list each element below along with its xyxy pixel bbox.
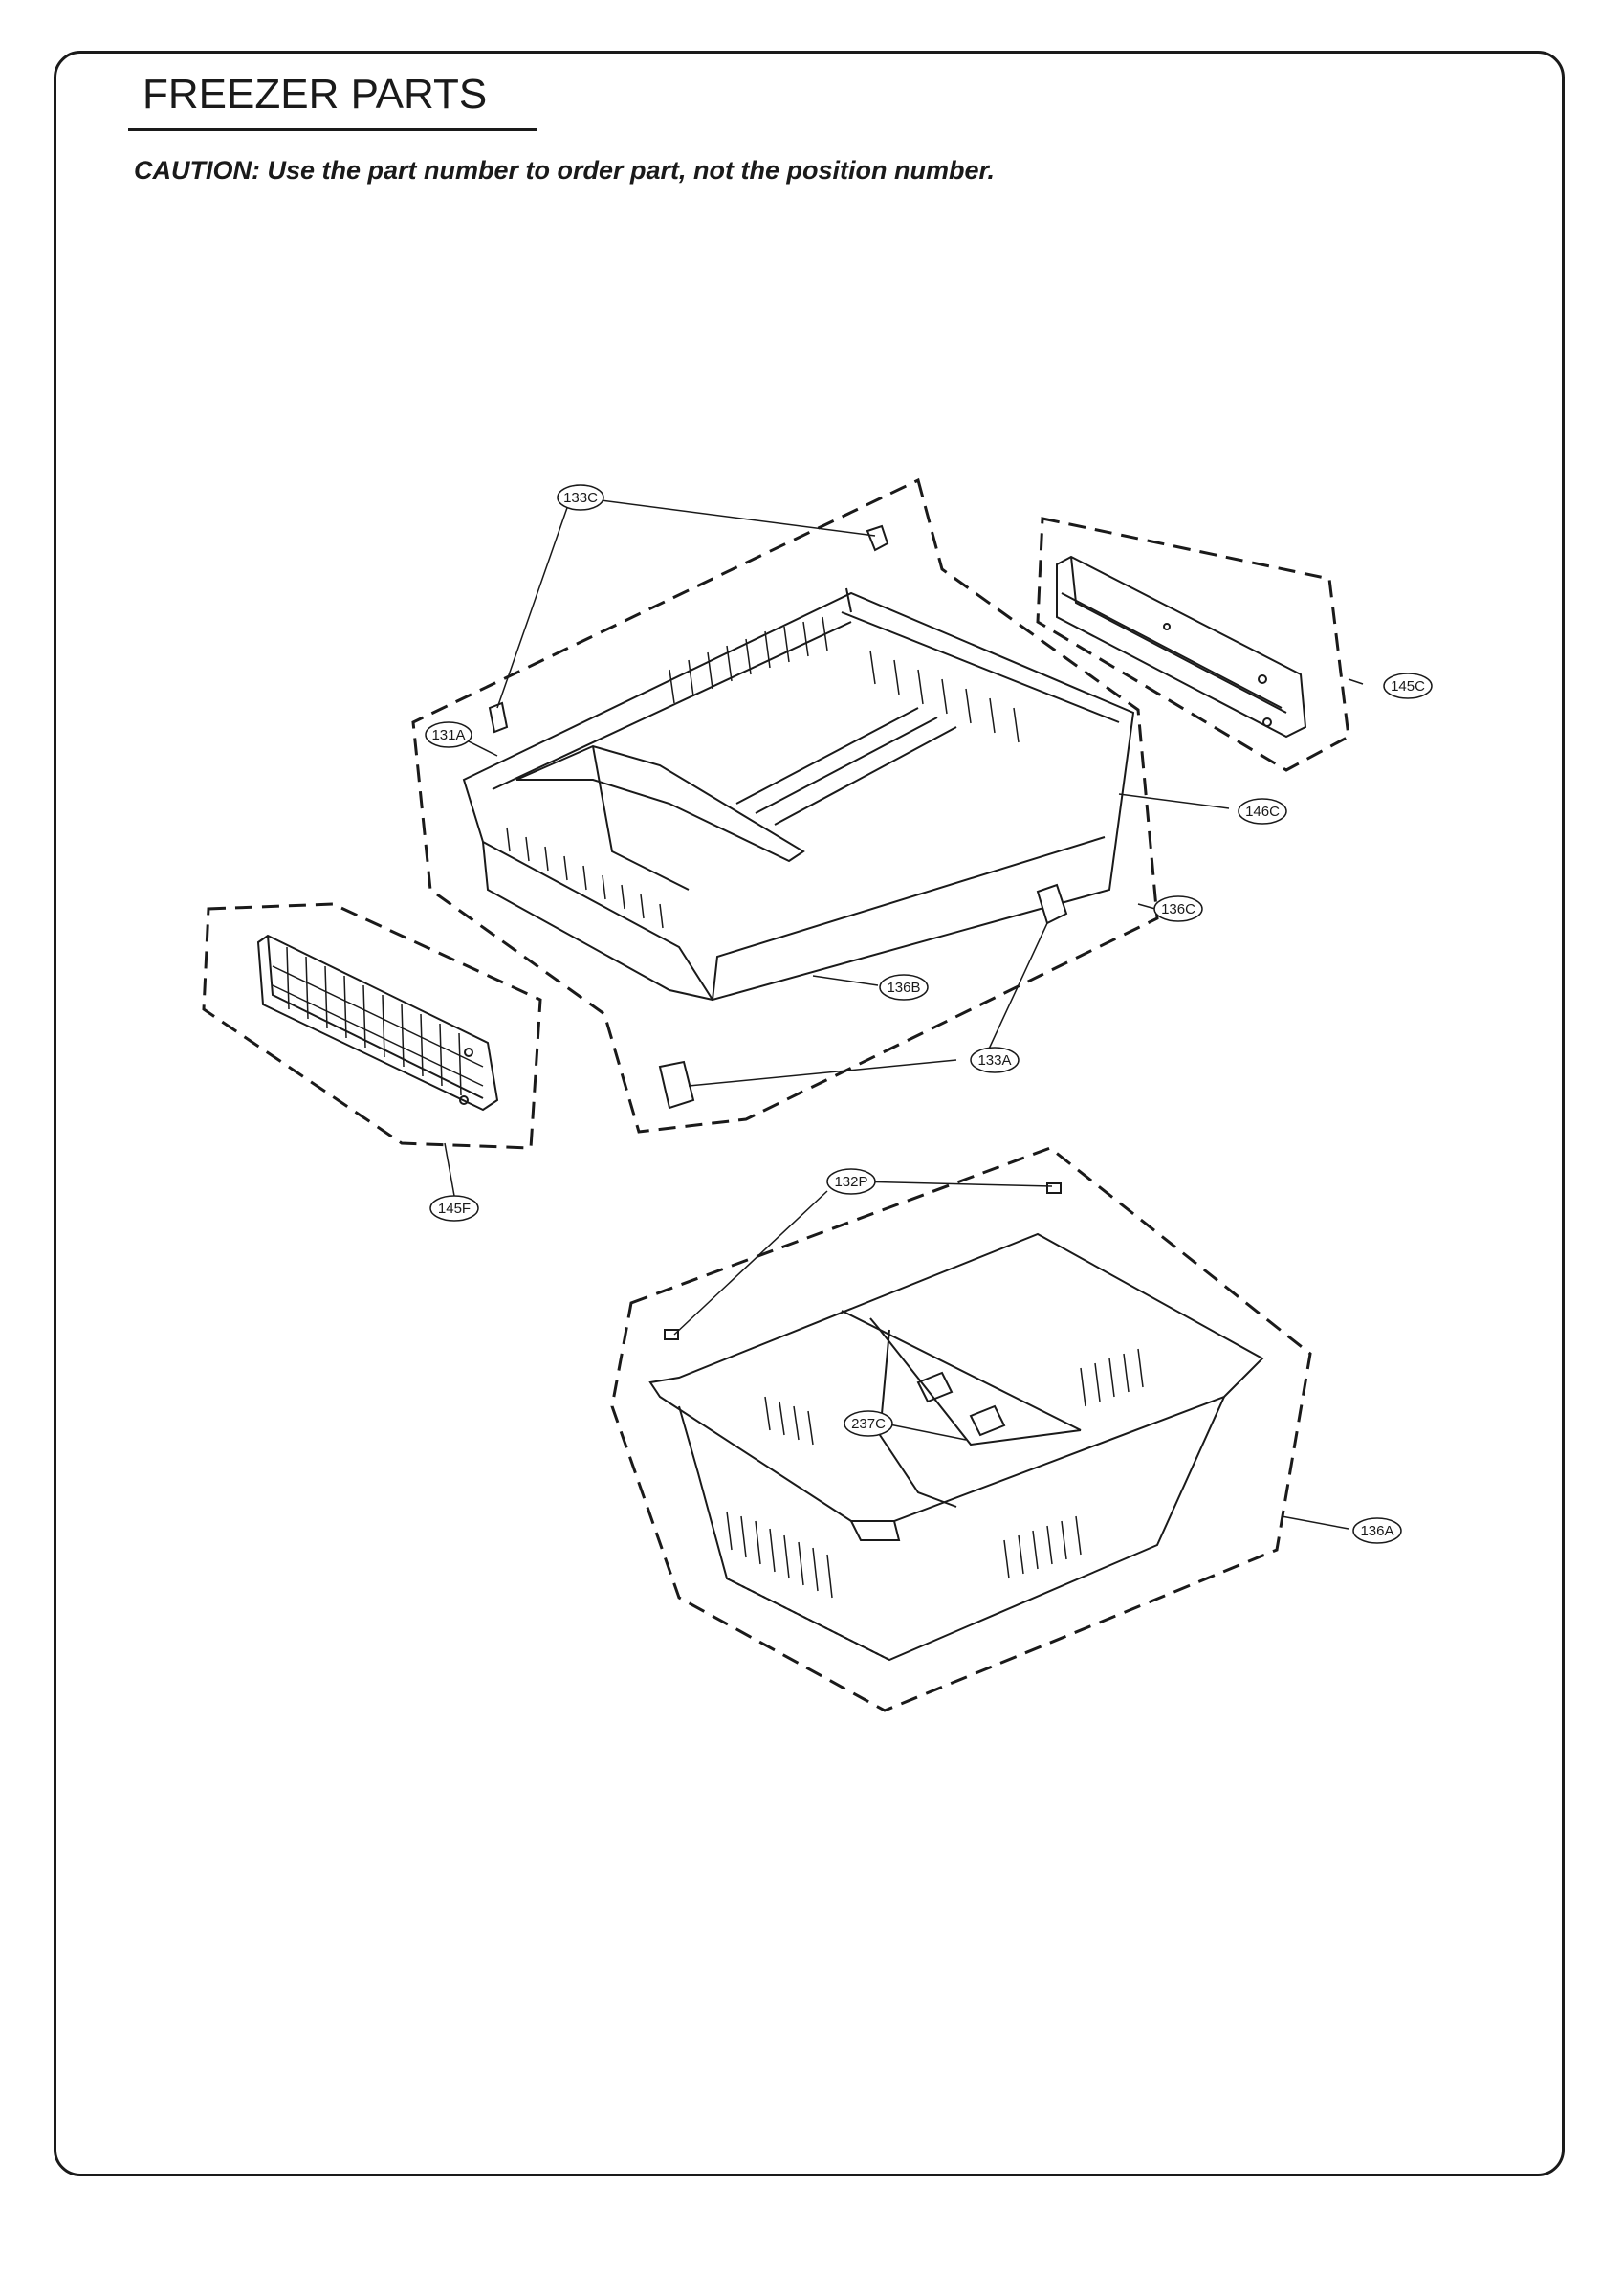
callout-237C: 237C bbox=[844, 1410, 893, 1437]
callout-146C: 146C bbox=[1238, 798, 1287, 825]
part-133A-right bbox=[1036, 883, 1068, 925]
callout-133A: 133A bbox=[970, 1047, 1020, 1073]
part-133C-top bbox=[866, 524, 889, 552]
callout-131A: 131A bbox=[425, 721, 472, 748]
page-frame bbox=[54, 51, 1565, 2176]
callout-136C: 136C bbox=[1153, 895, 1203, 922]
callout-label-136A: 136A bbox=[1360, 1523, 1393, 1539]
part-133C-left bbox=[488, 701, 509, 734]
grille-145F bbox=[256, 934, 499, 1112]
callout-label-136B: 136B bbox=[887, 980, 920, 996]
callout-label-237C: 237C bbox=[851, 1416, 886, 1432]
group-outline-145C bbox=[1036, 517, 1350, 772]
stopper-parts bbox=[488, 524, 1068, 1110]
part-133A-left bbox=[658, 1060, 695, 1110]
callout-136A: 136A bbox=[1352, 1517, 1402, 1544]
group-outline-145F bbox=[202, 902, 542, 1150]
group-outline-136C bbox=[411, 477, 1159, 1134]
callout-133C: 133C bbox=[557, 484, 604, 511]
callout-label-146C: 146C bbox=[1245, 804, 1280, 820]
callouts: 133C 131A 145C 146C 136C 136B 133A 145F bbox=[425, 484, 1433, 1544]
callout-136B: 136B bbox=[879, 974, 929, 1001]
callout-145F: 145F bbox=[429, 1195, 479, 1222]
page-title: FREEZER PARTS bbox=[143, 71, 488, 118]
callout-label-131A: 131A bbox=[431, 727, 465, 743]
title-underline bbox=[128, 128, 537, 131]
group-outlines bbox=[202, 477, 1350, 1712]
callout-132P: 132P bbox=[826, 1168, 876, 1195]
upper-drawer-136B bbox=[462, 587, 1135, 1002]
callout-label-145C: 145C bbox=[1391, 678, 1425, 695]
spacer-parts-132P bbox=[664, 1182, 1062, 1340]
callout-label-133A: 133A bbox=[977, 1052, 1011, 1069]
callout-145C: 145C bbox=[1383, 673, 1433, 699]
caution-note: CAUTION: Use the part number to order pa… bbox=[134, 156, 996, 185]
rail-145C bbox=[1056, 555, 1307, 739]
callout-label-145F: 145F bbox=[438, 1201, 471, 1217]
basket-136A bbox=[648, 1232, 1264, 1662]
callout-label-136C: 136C bbox=[1161, 901, 1195, 917]
leader-lines bbox=[444, 497, 1364, 1530]
group-outline-136A bbox=[610, 1146, 1312, 1712]
callout-label-133C: 133C bbox=[563, 490, 598, 506]
callout-label-132P: 132P bbox=[834, 1174, 867, 1190]
